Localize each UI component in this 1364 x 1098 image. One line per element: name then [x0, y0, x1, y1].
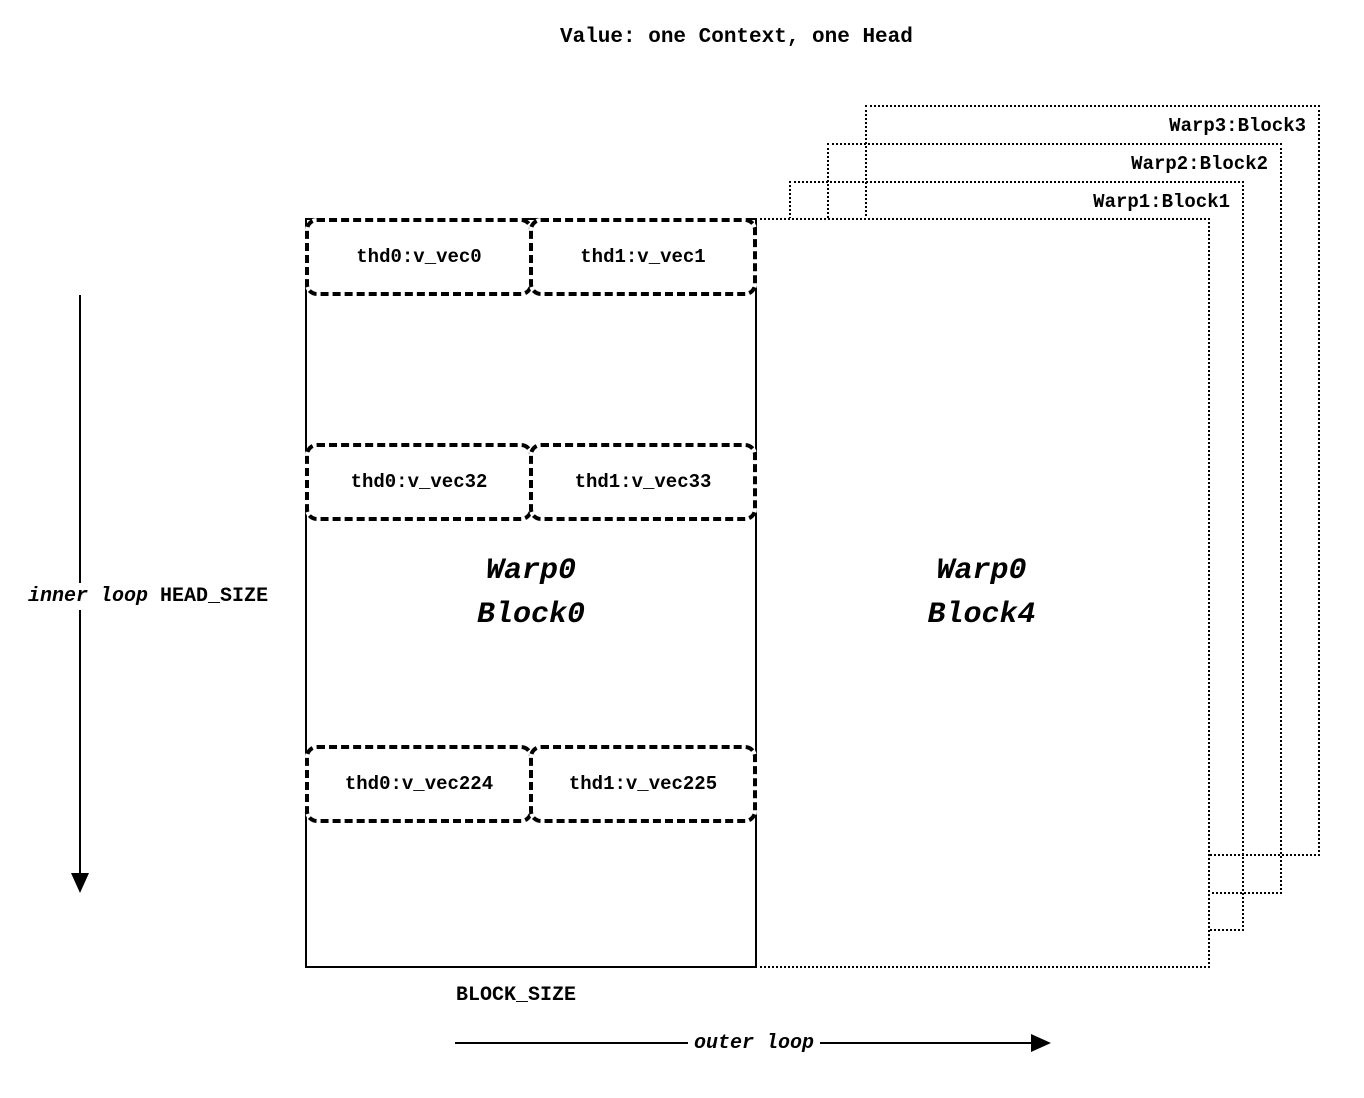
block0-label: Warp0 Block0 [307, 550, 755, 637]
block-size-label: BLOCK_SIZE [456, 984, 577, 1007]
vec-box-label: thd0:v_vec0 [356, 246, 482, 268]
vec-row-1: thd0:v_vec32 thd1:v_vec33 [305, 443, 757, 521]
layer-label-warp1: Warp1:Block1 [1091, 191, 1232, 213]
vec-box-thd1-v_vec1: thd1:v_vec1 [529, 218, 757, 296]
vec-box-thd0-v_vec224: thd0:v_vec224 [305, 745, 533, 823]
vec-box-label: thd0:v_vec32 [350, 471, 488, 493]
block4-label: Warp0 Block4 [755, 550, 1208, 637]
block-warp0-block4: Warp0 Block4 [755, 218, 1210, 968]
outer-loop-label: outer loop [688, 1032, 821, 1055]
layer-label-warp2: Warp2:Block2 [1129, 153, 1270, 175]
vec-box-thd1-v_vec225: thd1:v_vec225 [529, 745, 757, 823]
block0-warp-label: Warp0 [485, 554, 576, 588]
block0-block-label: Block0 [476, 597, 586, 632]
vec-box-thd0-v_vec0: thd0:v_vec0 [305, 218, 533, 296]
block4-warp-label: Warp0 [936, 554, 1027, 588]
block-warp0-block0: Warp0 Block0 thd0:v_vec0 thd1:v_vec1 thd… [305, 218, 757, 968]
vec-box-label: thd0:v_vec224 [344, 773, 494, 795]
vec-row-2: thd0:v_vec224 thd1:v_vec225 [305, 745, 757, 823]
diagram-title: Value: one Context, one Head [560, 26, 913, 49]
inner-loop-head-size-label: inner loop HEAD_SIZE [24, 583, 273, 610]
vec-box-thd1-v_vec33: thd1:v_vec33 [529, 443, 757, 521]
layer-label-warp3: Warp3:Block3 [1167, 115, 1308, 137]
head-size-label: HEAD_SIZE [160, 585, 269, 608]
inner-loop-label: inner loop [28, 585, 149, 608]
vec-box-label: thd1:v_vec1 [580, 246, 706, 268]
vec-box-label: thd1:v_vec33 [574, 471, 712, 493]
outer-loop-arrowhead-right-icon [1031, 1034, 1051, 1052]
vec-box-thd0-v_vec32: thd0:v_vec32 [305, 443, 533, 521]
block4-block-label: Block4 [927, 597, 1036, 632]
vec-box-label: thd1:v_vec225 [568, 773, 718, 795]
vec-row-0: thd0:v_vec0 thd1:v_vec1 [305, 218, 757, 296]
inner-loop-arrowhead-down-icon [71, 873, 89, 893]
